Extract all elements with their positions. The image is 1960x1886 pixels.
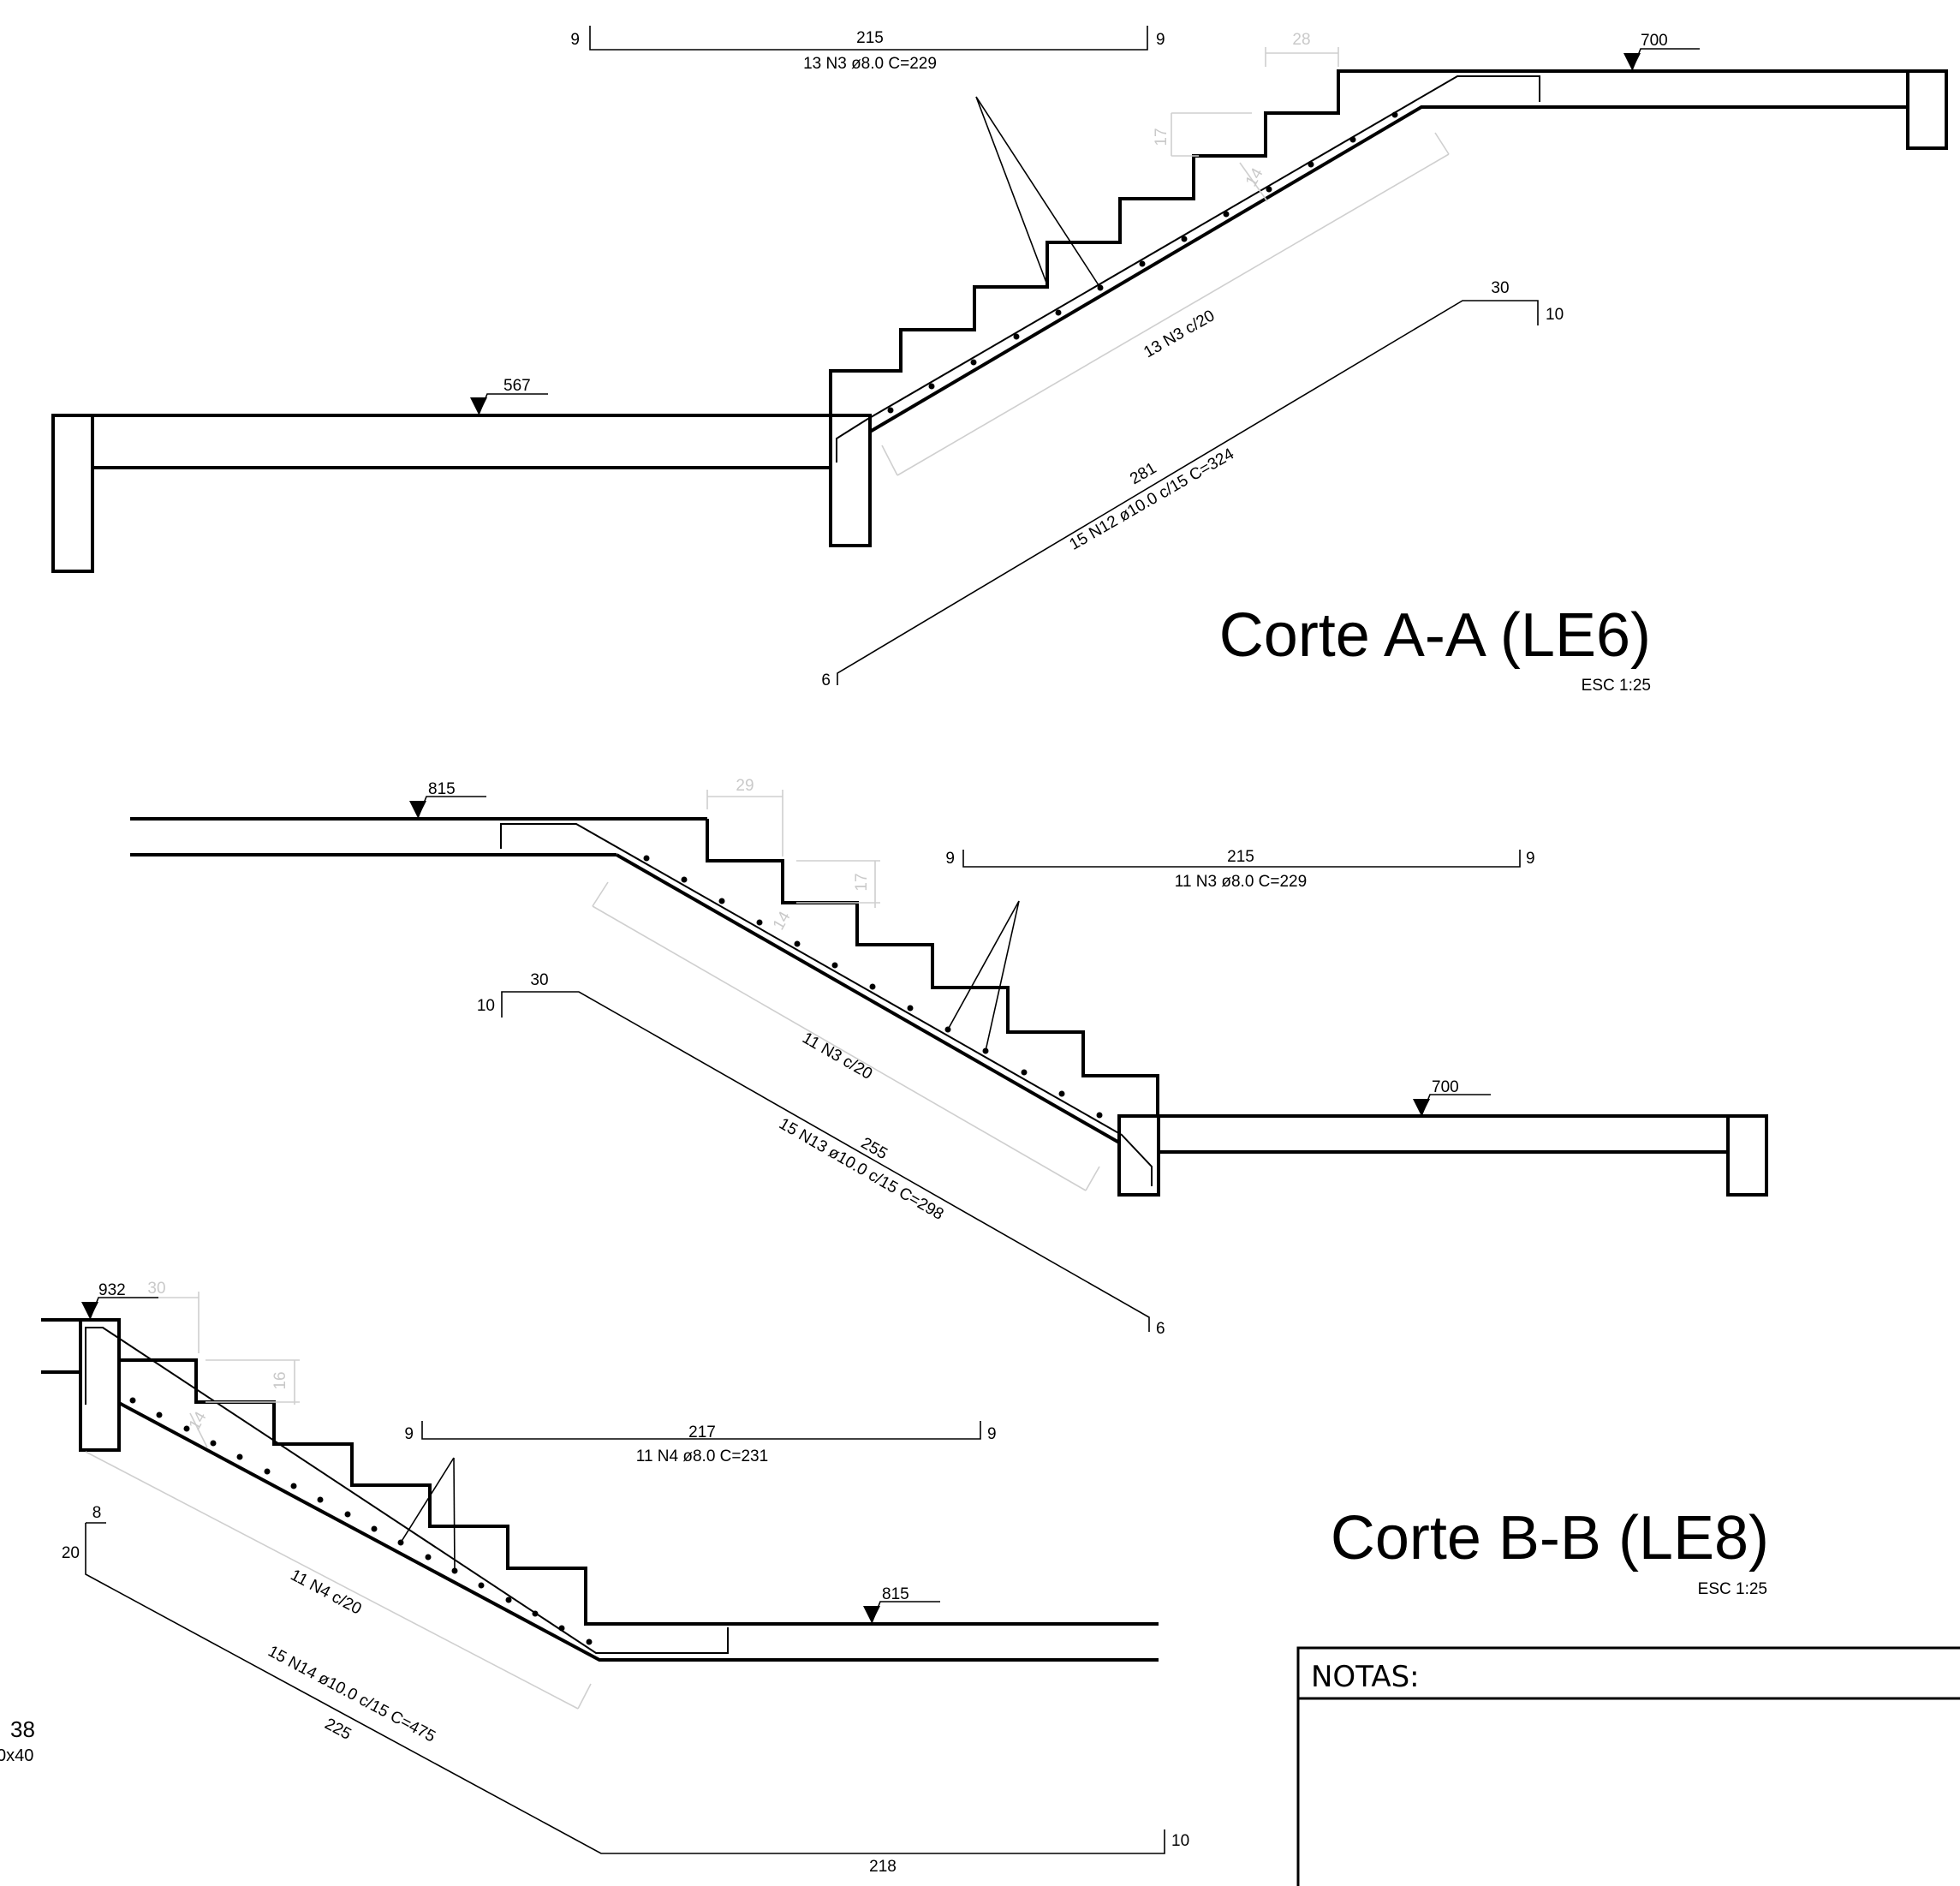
section-c-top-bar-right-hook: 9 (987, 1425, 997, 1443)
section-c-grey-dimensions (85, 1292, 592, 1710)
section-c-top-bar-spec: 11 N4 ø8.0 C=231 (636, 1447, 768, 1465)
section-a-level-low: 567 (503, 377, 531, 395)
section-b-hook-bottom: 6 (1156, 1320, 1165, 1338)
section-c-stair-steps (119, 1358, 1159, 1626)
section-a-left-beam (51, 414, 94, 573)
section-a-hook-end: 10 (1546, 306, 1564, 324)
section-b-distribution: 11 N3 c/20 (799, 1030, 875, 1083)
section-a-drawing (51, 26, 1948, 685)
notes-title: NOTAS: (1311, 1660, 1420, 1694)
left-edge-label-a: 38 (10, 1716, 35, 1742)
section-b-top-bar-right-hook: 9 (1526, 850, 1535, 868)
section-b-top-bar-spec: 11 N3 ø8.0 C=229 (1175, 873, 1307, 891)
section-a-stair-steps (829, 69, 1908, 415)
section-c-scale: ESC 1:25 (1698, 1580, 1767, 1598)
section-c-bottom-length: 218 (869, 1858, 897, 1876)
section-b-riser-dim: 17 (853, 873, 871, 891)
section-b-labels: 215 11 N3 ø8.0 C=229 9 9 815 700 11 N3 c… (428, 777, 1535, 1338)
section-a-slab-dim: 14 (1242, 164, 1267, 189)
section-c-distribution: 11 N4 c/20 (288, 1567, 365, 1619)
left-edge-labels: 38 0x40 (0, 1716, 35, 1765)
section-a-tread-dim: 28 (1292, 31, 1310, 49)
section-b-top-bar-length: 215 (1227, 848, 1254, 866)
section-a-top-bar-right-hook: 9 (1156, 31, 1165, 49)
section-c-distribution-dots (129, 1397, 593, 1645)
section-c-riser-dim: 16 (271, 1371, 289, 1389)
section-a-distribution-dots (887, 111, 1398, 414)
section-b-grey-dimensions (592, 790, 1100, 1191)
section-b-tread-dim: 29 (736, 777, 754, 795)
section-a-hook-top: 30 (1491, 279, 1509, 297)
section-a-middle-beam (829, 414, 872, 547)
section-b-right-beam (1726, 1114, 1768, 1197)
section-a-top-bar-length: 215 (856, 29, 884, 47)
section-c-level-top: 932 (98, 1281, 126, 1299)
section-a-right-beam (1906, 69, 1948, 150)
section-a-bottom-bar-shape (837, 300, 1539, 685)
section-b-bottom-bar-shape (501, 991, 1150, 1332)
section-c-top-bar-left-hook: 9 (404, 1425, 414, 1443)
section-c-hook-left: 20 (62, 1544, 80, 1562)
section-a-level-marker-high (1623, 48, 1700, 71)
section-a-title: Corte A-A (LE6) (1219, 601, 1651, 670)
section-c-leader-2 (453, 1457, 456, 1572)
section-a-top-bar-bracket (589, 26, 1148, 51)
section-c-bottom-bar-shape (85, 1523, 1165, 1854)
section-c-bottom-bar-length: 225 (322, 1715, 354, 1743)
section-a-leader-1 (975, 96, 1047, 283)
section-c-top-beam (79, 1318, 121, 1452)
section-b-rebar (500, 823, 1153, 1186)
section-a-labels: 215 13 N3 ø8.0 C=229 9 9 567 700 13 N3 c… (503, 29, 1668, 695)
section-a-grey-dimensions (881, 47, 1450, 476)
section-a-scale: ESC 1:25 (1582, 677, 1651, 695)
section-b-top-bar-left-hook: 9 (945, 850, 955, 868)
section-b-hook-top: 30 (530, 971, 548, 989)
section-c-level-low: 815 (882, 1585, 909, 1603)
section-a-bottom-bar-spec: 15 N12 ø10.0 c/15 C=324 (1067, 445, 1238, 553)
section-c-rebar (85, 1327, 729, 1654)
section-b-bottom-bar-spec: 15 N13 ø10.0 c/15 C=298 (776, 1115, 946, 1224)
section-c-level-marker-top (81, 1297, 158, 1320)
section-b-top-bar-bracket (962, 850, 1521, 868)
section-b-level-marker-top (409, 796, 486, 819)
section-a-riser-dim: 17 (1153, 128, 1171, 146)
section-c-level-marker-low (863, 1601, 940, 1624)
section-c-top-bar-length: 217 (688, 1423, 716, 1441)
section-c-drawing (41, 1292, 1165, 1854)
section-a-distribution: 13 N3 c/20 (1141, 307, 1218, 361)
section-a-leader-2 (975, 96, 1101, 289)
notes-frame (1296, 1646, 1960, 1886)
section-b-middle-beam (1117, 1114, 1160, 1197)
section-b-level-low: 700 (1432, 1078, 1459, 1096)
section-b-hook-end: 10 (477, 997, 495, 1015)
section-b-drawing (130, 790, 1768, 1332)
section-b-soffit (616, 853, 1120, 1144)
section-a-level-high: 700 (1641, 32, 1668, 50)
section-a-rebar (836, 75, 1540, 463)
section-c-soffit (118, 1401, 1159, 1662)
section-a-top-bar-left-hook: 9 (570, 31, 580, 49)
notes-box: NOTAS: (1296, 1646, 1960, 1886)
section-c-tread-dim: 30 (147, 1280, 165, 1298)
section-b-level-top: 815 (428, 780, 456, 798)
section-a-top-bar-spec: 13 N3 ø8.0 C=229 (803, 55, 937, 73)
section-b-slab-dim: 14 (770, 908, 795, 933)
section-c-hook-end: 10 (1171, 1832, 1189, 1850)
section-a-level-marker-low (470, 393, 548, 415)
section-c-title: Corte B-B (LE8) (1331, 1504, 1769, 1573)
section-c-top-bar-bracket (421, 1421, 981, 1440)
left-edge-label-b: 0x40 (0, 1746, 33, 1765)
section-b-distribution-dots (643, 855, 1103, 1119)
section-c-leader-1 (400, 1457, 455, 1543)
section-a-soffit (868, 105, 1908, 433)
section-b-leader-1 (947, 900, 1020, 1030)
section-b-leader-2 (985, 900, 1020, 1052)
section-b-level-marker-low (1413, 1094, 1491, 1117)
section-b-stair-steps (706, 819, 1159, 1116)
section-c-hook-top: 8 (92, 1504, 102, 1522)
section-a-hook-bottom: 6 (821, 671, 831, 689)
